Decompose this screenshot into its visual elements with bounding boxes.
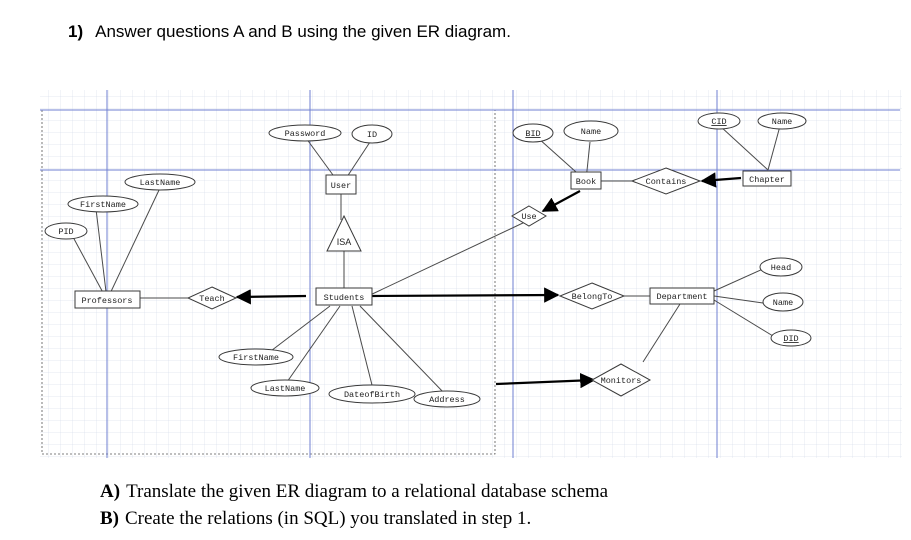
attribute-head: Head xyxy=(759,257,803,277)
arrow-lines xyxy=(235,172,742,389)
svg-text:Head: Head xyxy=(771,263,791,273)
entity-book: Book xyxy=(570,171,602,190)
attribute-firstname-professor: FirstName xyxy=(67,195,139,213)
svg-text:LastName: LastName xyxy=(140,178,181,188)
svg-text:Students: Students xyxy=(324,293,365,303)
part-b: B) Create the relations (in SQL) you tran… xyxy=(100,508,531,530)
attribute-lastname-professor: LastName xyxy=(124,173,196,191)
svg-text:BID: BID xyxy=(525,129,540,139)
svg-text:Contains: Contains xyxy=(646,177,687,187)
attribute-name-chapter: Name xyxy=(757,112,807,130)
svg-text:Use: Use xyxy=(521,212,536,222)
entity-chapter: Chapter xyxy=(742,170,792,187)
svg-text:CID: CID xyxy=(711,117,726,127)
question-text: Answer questions A and B using the given… xyxy=(95,22,511,41)
part-a-text: Translate the given ER diagram to a rela… xyxy=(126,481,609,502)
svg-text:Book: Book xyxy=(576,177,596,187)
svg-text:BelongTo: BelongTo xyxy=(572,292,613,302)
relationship-belongto: BelongTo xyxy=(558,282,626,310)
svg-text:FirstName: FirstName xyxy=(233,353,279,363)
part-a: A)Translate the given ER diagram to a re… xyxy=(100,481,608,503)
svg-text:Name: Name xyxy=(773,298,793,308)
svg-text:Teach: Teach xyxy=(199,294,225,304)
svg-text:Name: Name xyxy=(581,127,601,137)
svg-text:Monitors: Monitors xyxy=(601,376,642,386)
attribute-pid: PID xyxy=(44,222,88,240)
svg-text:DID: DID xyxy=(783,334,798,344)
entity-professors: Professors xyxy=(74,290,141,309)
svg-text:Password: Password xyxy=(285,129,326,139)
attribute-id: ID xyxy=(351,124,393,144)
page-guides xyxy=(40,90,900,458)
part-b-label: B) xyxy=(100,508,119,529)
attribute-dateofbirth: DateofBirth xyxy=(328,384,416,404)
svg-text:Chapter: Chapter xyxy=(749,175,785,185)
attribute-cid: CID xyxy=(697,112,741,130)
attribute-did: DID xyxy=(770,329,812,347)
svg-text:User: User xyxy=(331,181,351,191)
svg-text:Professors: Professors xyxy=(81,296,132,306)
attribute-address: Address xyxy=(413,390,481,408)
svg-text:FirstName: FirstName xyxy=(80,200,126,210)
relationship-monitors: Monitors xyxy=(590,363,652,397)
entity-user: User xyxy=(325,174,357,195)
question-number: 1) xyxy=(68,22,84,41)
attribute-bid: BID xyxy=(512,123,554,143)
relationship-teach: Teach xyxy=(186,286,238,310)
relationship-use: Use xyxy=(511,205,547,227)
attribute-lastname-student: LastName xyxy=(250,379,320,397)
attribute-firstname-student: FirstName xyxy=(218,348,294,366)
svg-text:DateofBirth: DateofBirth xyxy=(344,390,400,400)
svg-text:Department: Department xyxy=(656,292,707,302)
entity-department: Department xyxy=(649,287,715,305)
attribute-name-department: Name xyxy=(762,292,804,312)
part-a-label: A) xyxy=(100,481,121,502)
svg-text:Name: Name xyxy=(772,117,792,127)
isa-triangle: ISA xyxy=(326,214,362,252)
relationship-contains: Contains xyxy=(630,167,702,195)
svg-text:ID: ID xyxy=(367,130,377,140)
svg-text:ISA: ISA xyxy=(337,237,352,247)
question-heading: 1) Answer questions A and B using the giv… xyxy=(68,22,511,42)
svg-text:Address: Address xyxy=(429,395,465,405)
page-border xyxy=(41,109,496,455)
svg-text:LastName: LastName xyxy=(265,384,306,394)
svg-text:PID: PID xyxy=(58,227,73,237)
part-b-text: Create the relations (in SQL) you transl… xyxy=(125,508,532,529)
entity-students: Students xyxy=(315,287,373,306)
attribute-name-book: Name xyxy=(563,120,619,142)
attribute-password: Password xyxy=(268,124,342,142)
